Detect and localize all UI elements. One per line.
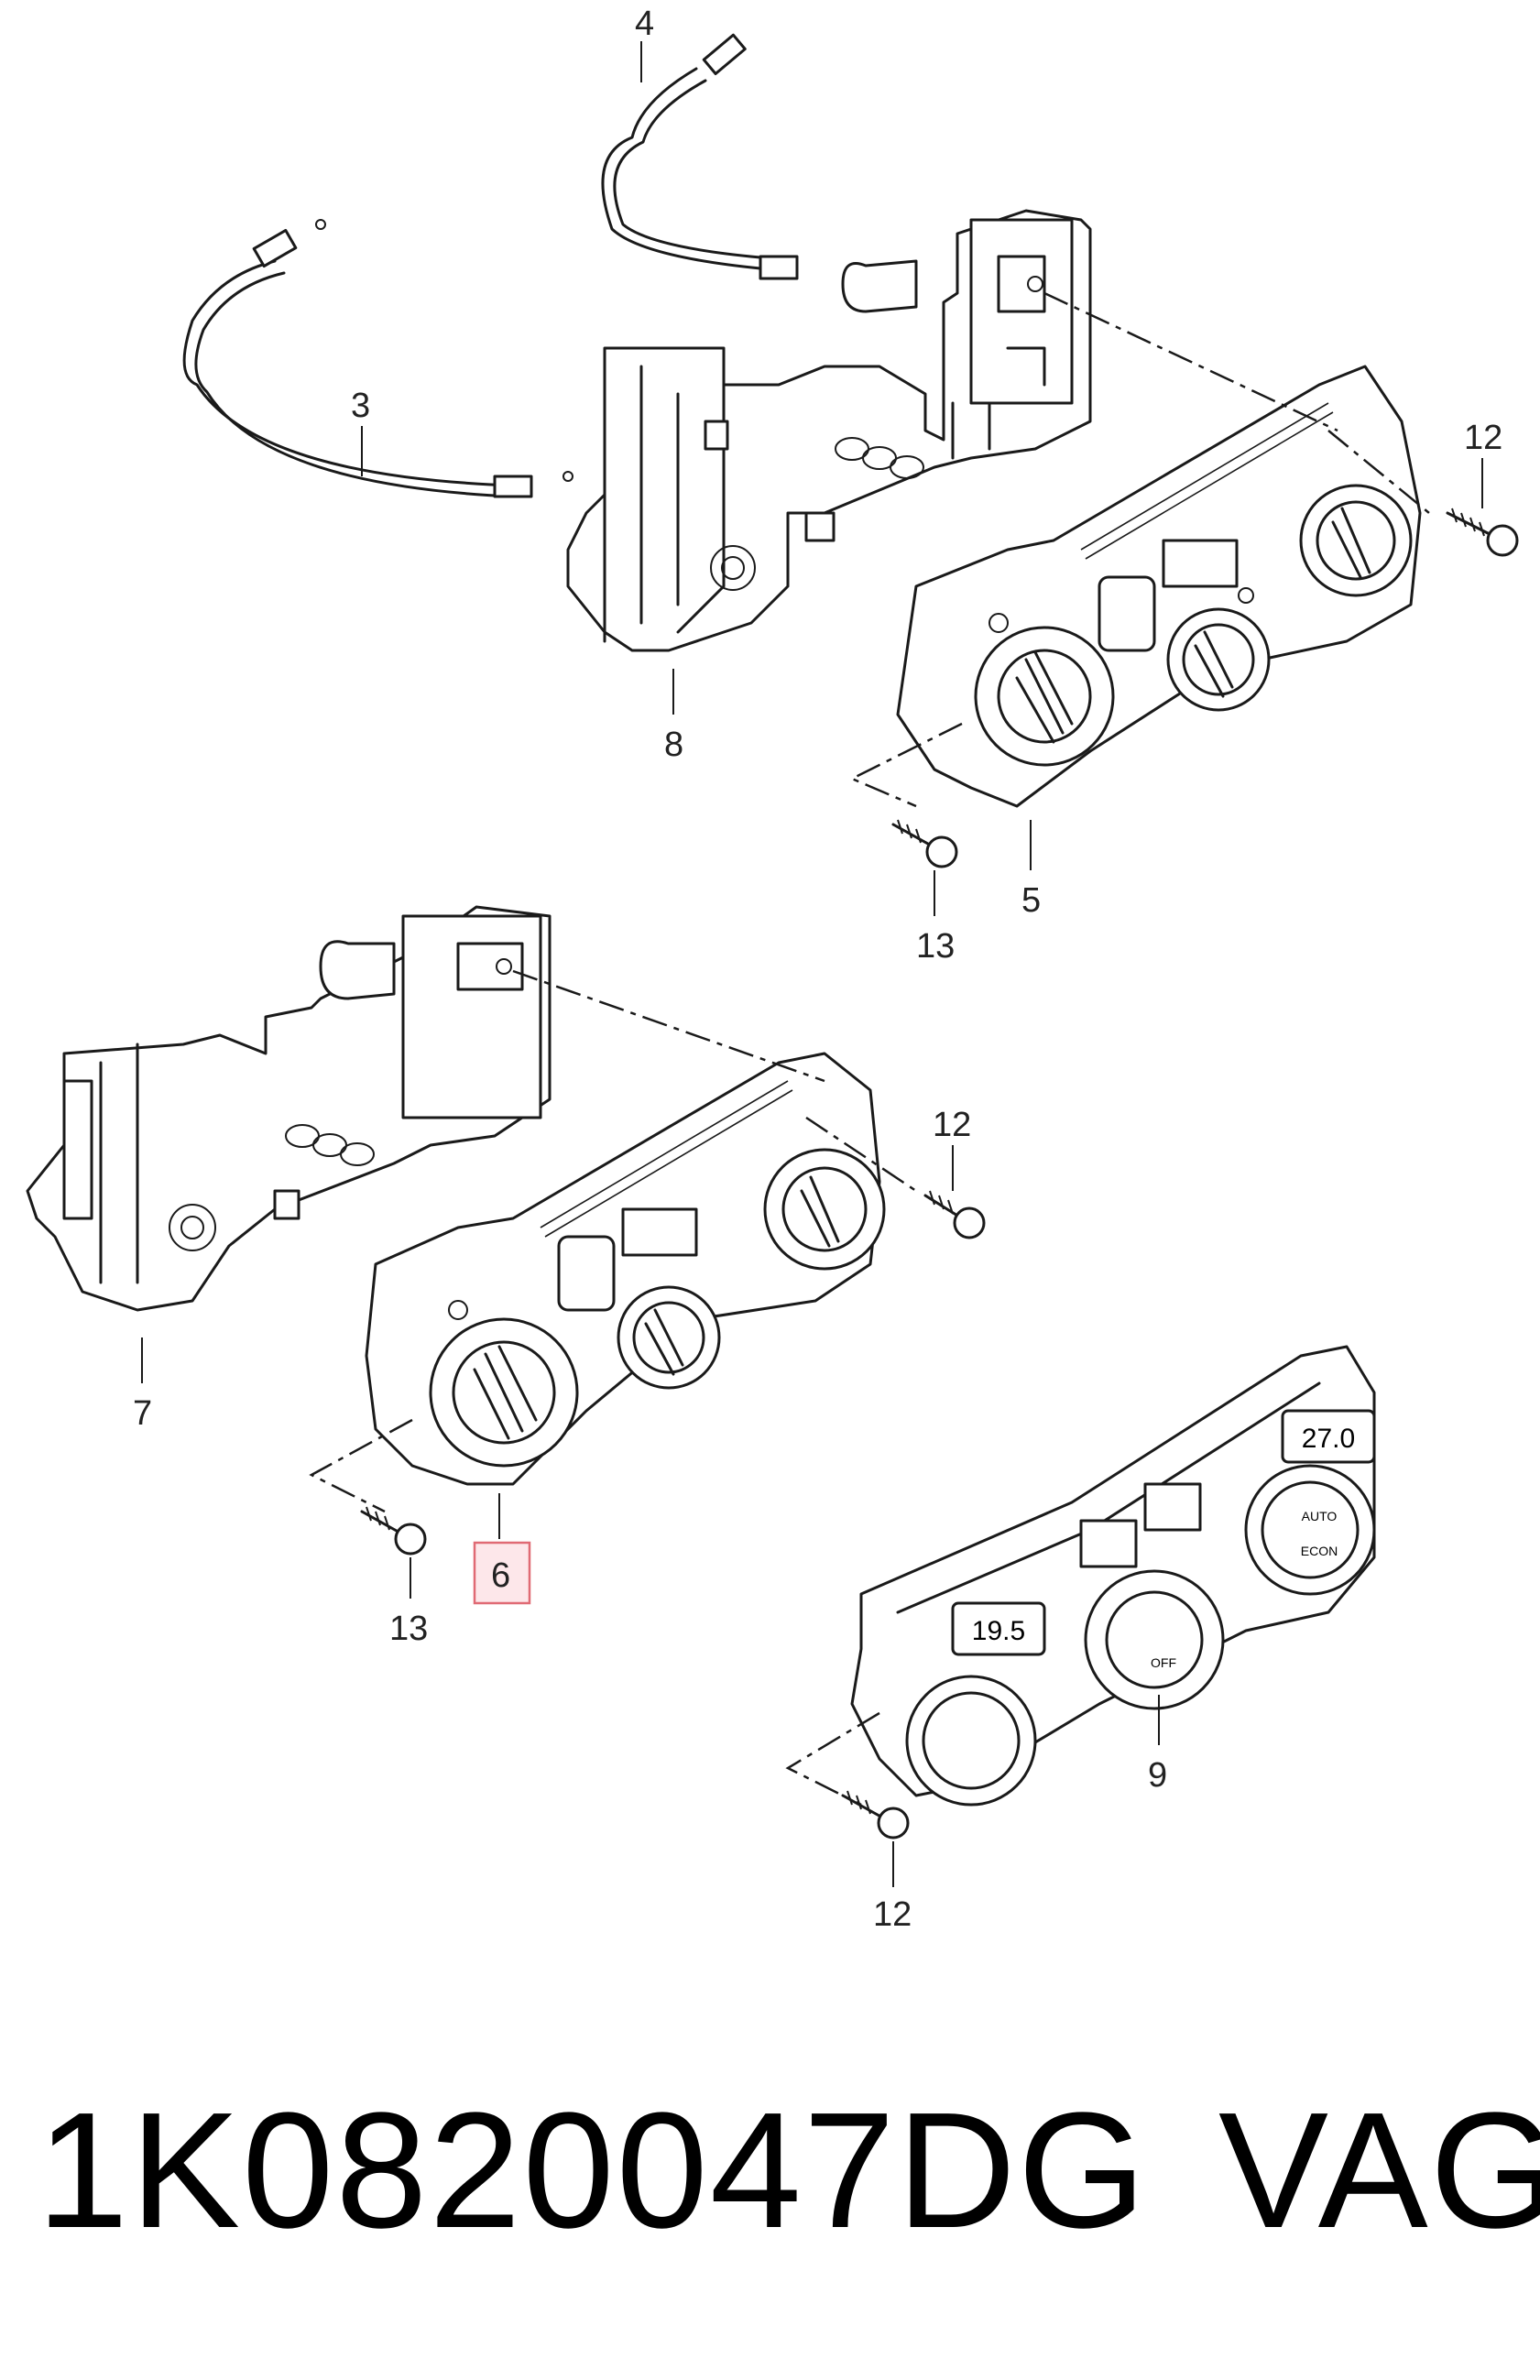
climate-control-panel-part-9: 19.5 27.0 AUTO ECON OFF bbox=[850, 1345, 1376, 1807]
callout-7: 7 bbox=[133, 1394, 152, 1433]
part-number: 1K0820047DG bbox=[37, 2079, 1148, 2263]
display-right-value: 27.0 bbox=[1302, 1424, 1355, 1454]
callout-12-mid: 12 bbox=[933, 1106, 971, 1144]
control-panel-part-6 bbox=[365, 1052, 886, 1486]
callout-12-top: 12 bbox=[1464, 419, 1502, 457]
callout-13-bottom: 13 bbox=[389, 1610, 428, 1648]
callout-leaders bbox=[141, 41, 1483, 1887]
control-panel-part-5 bbox=[896, 365, 1422, 808]
callout-6: 6 bbox=[491, 1556, 510, 1595]
screw-part-13-bottom bbox=[360, 1506, 427, 1556]
callout-3: 3 bbox=[351, 387, 370, 425]
callout-6-highlight bbox=[473, 1541, 531, 1605]
callout-5: 5 bbox=[1021, 881, 1041, 920]
callout-13-top: 13 bbox=[916, 927, 955, 966]
leader-dash-7-6 bbox=[512, 969, 825, 1083]
callout-12-bottom: 12 bbox=[873, 1895, 912, 1934]
cable-part-4 bbox=[601, 33, 799, 280]
callout-4: 4 bbox=[635, 5, 654, 43]
mid-grille-hatch bbox=[540, 1080, 793, 1238]
leader-dash-12-top bbox=[1327, 430, 1430, 514]
callout-8: 8 bbox=[664, 726, 683, 764]
callout-9: 9 bbox=[1148, 1756, 1167, 1795]
screw-part-13-top bbox=[891, 819, 958, 868]
screw-part-12-bottom bbox=[841, 1790, 910, 1840]
screw-part-12-mid bbox=[923, 1190, 986, 1239]
leader-dash-12-mid bbox=[805, 1116, 917, 1193]
display-left-value: 19.5 bbox=[972, 1616, 1025, 1646]
knob-econ-label: ECON bbox=[1301, 1544, 1338, 1558]
leader-dash-12-bottom bbox=[785, 1711, 880, 1807]
bracket-part-7 bbox=[26, 905, 552, 1312]
leader-dash-8-5 bbox=[1043, 291, 1338, 432]
footer-caption: 1K0820047DG VAG bbox=[37, 2079, 1540, 2263]
brand-name: VAG bbox=[1218, 2079, 1540, 2263]
display-left: 19.5 bbox=[951, 1601, 1046, 1656]
knob-off-label: OFF bbox=[1151, 1655, 1176, 1670]
bracket-part-8 bbox=[566, 209, 1092, 652]
top-grille-hatch bbox=[1080, 402, 1334, 560]
leader-dash-13-bottom bbox=[309, 1418, 413, 1513]
knob-auto-label: AUTO bbox=[1302, 1509, 1338, 1523]
cable-part-3 bbox=[182, 219, 573, 498]
screw-part-12-top bbox=[1446, 508, 1519, 557]
display-right: 27.0 bbox=[1281, 1409, 1376, 1464]
